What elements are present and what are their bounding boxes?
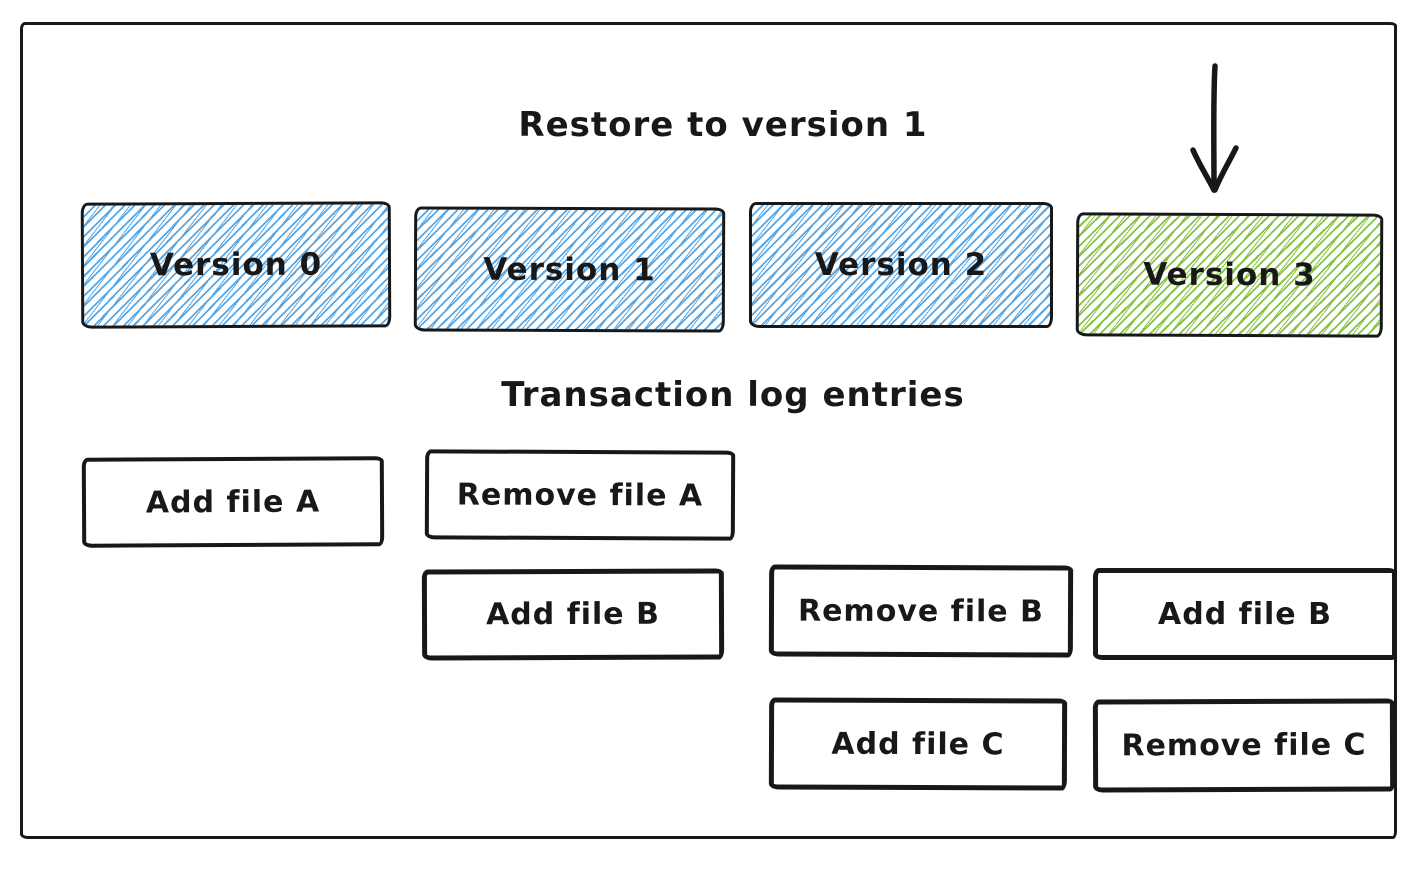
log-entry-label: Add file B — [1158, 596, 1332, 632]
outer-frame: Restore to version 1 Version 0 Version 1… — [20, 22, 1397, 839]
log-entry-label: Remove file A — [456, 476, 704, 514]
log-entry-remove-file-a: Remove file A — [424, 449, 736, 541]
log-entry-label: Add file B — [485, 596, 660, 633]
log-entry-remove-file-c: Remove file C — [1092, 698, 1396, 793]
log-entry-label: Remove file C — [1121, 727, 1367, 764]
version-1-label: Version 1 — [483, 251, 656, 288]
version-0-label: Version 0 — [149, 246, 323, 284]
version-3-label: Version 3 — [1143, 256, 1316, 294]
log-entry-label: Add file C — [831, 726, 1005, 762]
version-box-0: Version 0 — [80, 201, 392, 329]
log-entry-label: Add file A — [145, 484, 321, 520]
log-entry-add-file-c: Add file C — [768, 697, 1068, 791]
log-entry-add-file-b-v1: Add file B — [421, 568, 725, 661]
version-box-2: Version 2 — [749, 202, 1053, 328]
log-entry-label: Remove file B — [797, 593, 1045, 629]
version-box-3: Version 3 — [1075, 212, 1384, 338]
down-arrow-icon — [1190, 63, 1239, 193]
diagram-title: Restore to version 1 — [518, 105, 928, 145]
log-entries-title: Transaction log entries — [501, 375, 965, 415]
log-entry-add-file-a: Add file A — [81, 456, 385, 548]
version-box-1: Version 1 — [413, 206, 726, 333]
log-entry-add-file-b-v3: Add file B — [1093, 568, 1397, 660]
log-entry-remove-file-b: Remove file B — [768, 564, 1074, 658]
version-2-label: Version 2 — [814, 247, 988, 283]
